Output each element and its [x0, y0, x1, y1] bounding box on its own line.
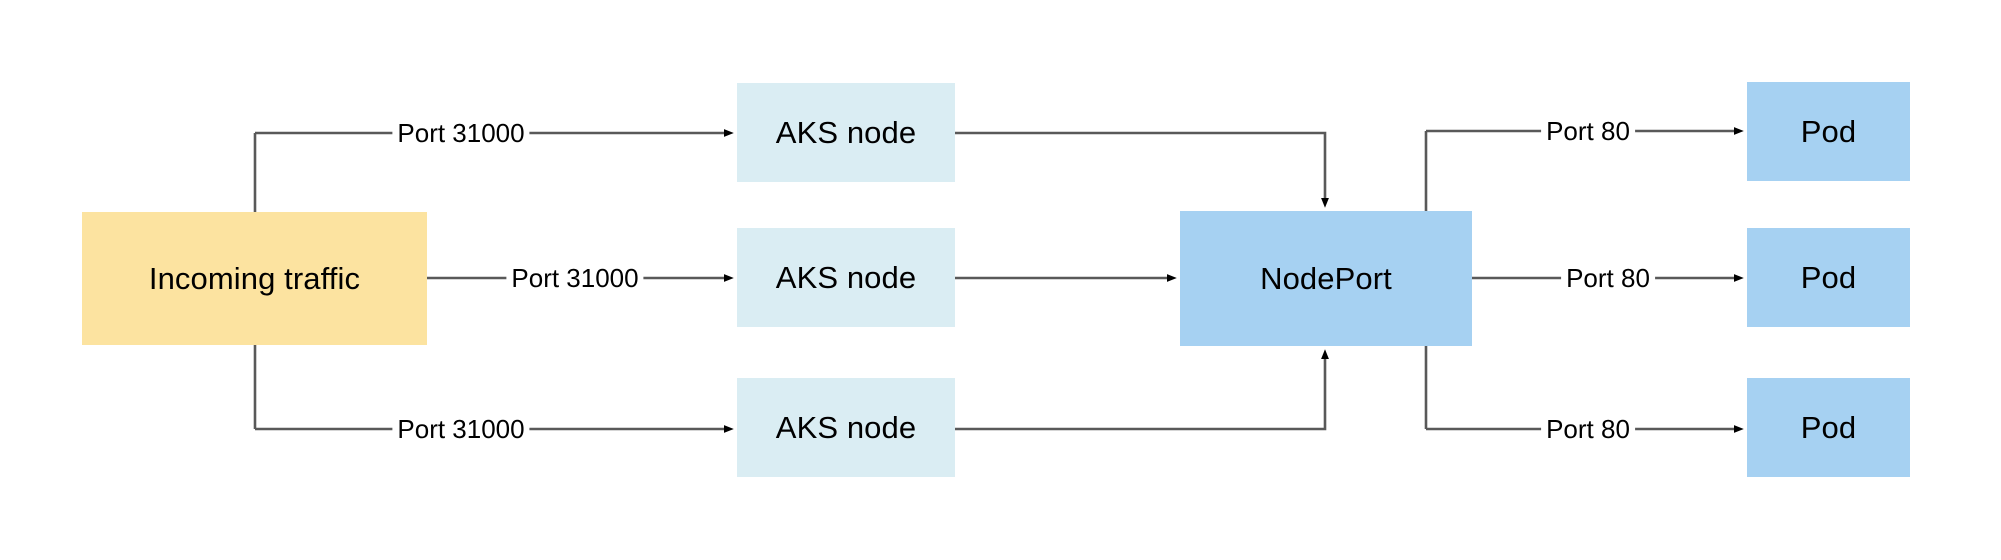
- edge-label-port-80-2: Port 80: [1561, 265, 1655, 291]
- edge-label-port-31000-3: Port 31000: [392, 416, 530, 442]
- edge-label-port-80-1: Port 80: [1541, 118, 1635, 144]
- node-nodeport: NodePort: [1180, 211, 1472, 346]
- edge-label-port-80-3: Port 80: [1541, 416, 1635, 442]
- node-aks-node-3: AKS node: [737, 378, 955, 477]
- node-pod-1: Pod: [1747, 82, 1910, 181]
- connector-aks-3-to-nodeport: [955, 349, 1329, 431]
- edge-label-port-31000-2: Port 31000: [506, 265, 644, 291]
- node-aks-node-1: AKS node: [737, 83, 955, 182]
- node-incoming-traffic: Incoming traffic: [82, 212, 427, 345]
- node-pod-2: Pod: [1747, 228, 1910, 327]
- edge-label-port-31000-1: Port 31000: [392, 120, 530, 146]
- node-aks-node-2: AKS node: [737, 228, 955, 327]
- node-pod-3: Pod: [1747, 378, 1910, 477]
- connector-aks-1-to-nodeport: [955, 131, 1329, 208]
